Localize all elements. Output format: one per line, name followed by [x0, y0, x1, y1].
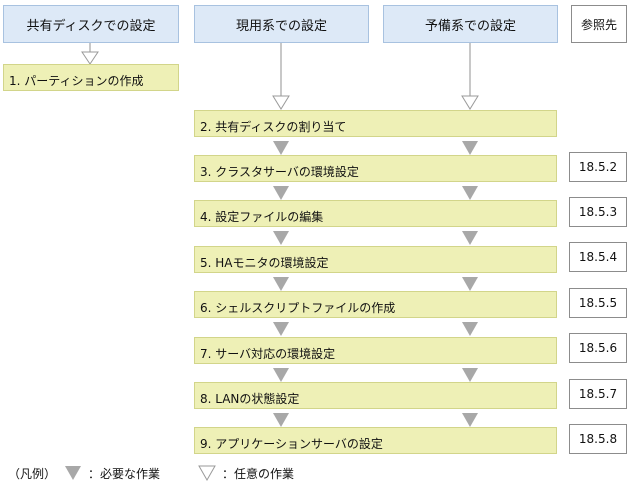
required-arrow-icon [462, 141, 478, 155]
step-3-cluster-server: 3. クラスタサーバの環境設定 [194, 155, 557, 182]
reference-column-header: 参照先 [571, 5, 627, 43]
standby-system-column-header: 予備系での設定 [383, 5, 558, 43]
step-9-app-server: 9. アプリケーションサーバの設定 [194, 427, 557, 454]
ref-link-18-5-5[interactable]: 18.5.5 [569, 288, 627, 318]
required-arrow-icon [462, 231, 478, 245]
active-system-column-header: 現用系での設定 [194, 5, 369, 43]
step-4-config-file: 4. 設定ファイルの編集 [194, 200, 557, 227]
required-arrow-icon [462, 413, 478, 427]
required-arrow-icon [273, 322, 289, 336]
legend-prefix: （凡例） [8, 466, 57, 481]
required-arrow-icon [273, 413, 289, 427]
required-arrow-icon [273, 231, 289, 245]
step-5-ha-monitor: 5. HAモニタの環境設定 [194, 246, 557, 273]
ref-link-18-5-8[interactable]: 18.5.8 [569, 424, 627, 454]
required-arrow-icon [273, 186, 289, 200]
optional-arrow-icon [81, 51, 99, 65]
required-arrow-icon [462, 368, 478, 382]
ref-link-18-5-2[interactable]: 18.5.2 [569, 152, 627, 182]
required-arrow-icon [273, 141, 289, 155]
ref-link-18-5-7[interactable]: 18.5.7 [569, 379, 627, 409]
step-1-partition: 1. パーティションの作成 [3, 64, 179, 91]
shared-disk-column-header: 共有ディスクでの設定 [3, 5, 179, 43]
optional-arrow-icon [461, 95, 479, 110]
legend: （凡例） ：必要な作業 ：任意の作業 [8, 462, 294, 484]
required-arrow-icon [462, 277, 478, 291]
required-arrow-icon [273, 368, 289, 382]
optional-arrow-icon [272, 95, 290, 110]
required-arrow-icon [273, 277, 289, 291]
step-2-shared-disk-assign: 2. 共有ディスクの割り当て [194, 110, 557, 137]
legend-optional-text: ：任意の作業 [222, 466, 295, 481]
legend-required-text: ：必要な作業 [88, 466, 161, 481]
required-arrow-icon [65, 466, 82, 480]
required-arrow-icon [462, 322, 478, 336]
optional-arrow-icon [198, 465, 216, 482]
step-7-server-env: 7. サーバ対応の環境設定 [194, 337, 557, 364]
step-6-shell-script: 6. シェルスクリプトファイルの作成 [194, 291, 557, 318]
required-arrow-icon [462, 186, 478, 200]
ref-link-18-5-6[interactable]: 18.5.6 [569, 333, 627, 363]
ref-link-18-5-4[interactable]: 18.5.4 [569, 242, 627, 272]
step-8-lan-state: 8. LANの状態設定 [194, 382, 557, 409]
ref-link-18-5-3[interactable]: 18.5.3 [569, 197, 627, 227]
